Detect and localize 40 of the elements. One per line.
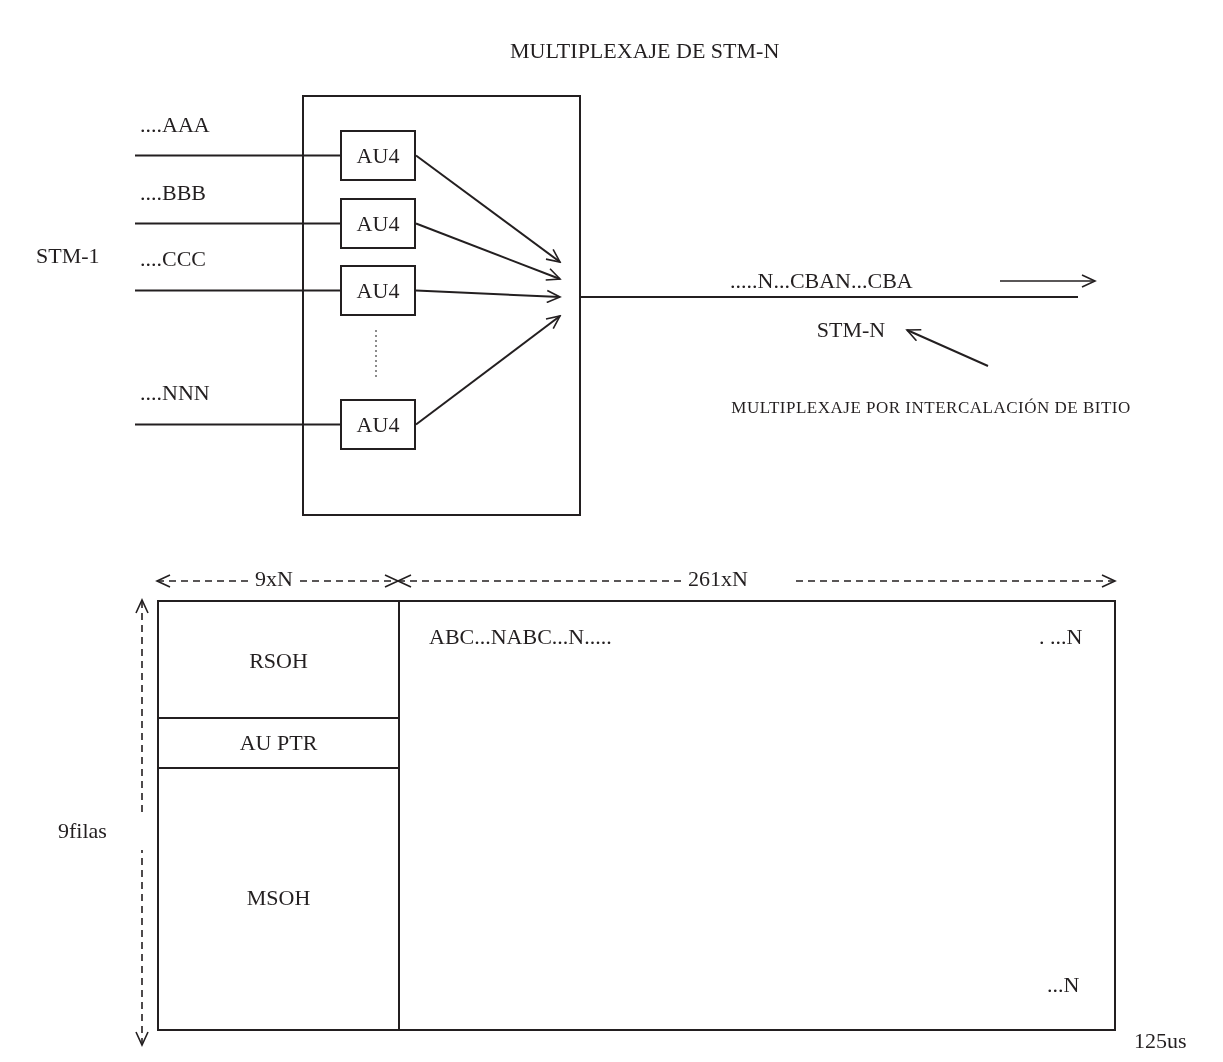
box-label: AU PTR — [239, 730, 318, 756]
frame-box — [157, 600, 1116, 1031]
signal-label: ....CCC — [140, 246, 207, 272]
frame-cell — [159, 717, 400, 769]
signal-line — [134, 289, 341, 292]
payload-text: ABC...NABC...N..... — [429, 624, 612, 650]
dimension-label: 261xN — [688, 566, 748, 592]
payload-text: ...N — [1047, 972, 1080, 998]
multiplexer-box — [302, 95, 581, 516]
box-label: AU4 — [356, 210, 400, 237]
process-box — [340, 399, 416, 450]
dimension-label: 9filas — [58, 818, 107, 844]
signal-line — [134, 154, 341, 157]
time-label: 125us — [1134, 1028, 1187, 1054]
signal-line — [580, 296, 1079, 298]
arrow — [415, 222, 561, 281]
signal-label: ....AAA — [140, 112, 210, 138]
signal-label: ....BBB — [140, 180, 207, 206]
signal-line — [134, 423, 341, 426]
signal-label: .....N...CBAN...CBA — [730, 268, 913, 294]
box-label: AU4 — [356, 142, 400, 169]
process-box — [340, 130, 416, 181]
arrow — [415, 289, 561, 304]
signal-label: ....NNN — [140, 380, 210, 406]
leader-line — [906, 329, 989, 367]
payload-text: . ...N — [1039, 624, 1083, 650]
box-label: AU4 — [356, 411, 400, 438]
box-label: AU4 — [356, 277, 400, 304]
process-box — [340, 198, 416, 249]
signal-label: STM-N — [803, 316, 899, 344]
dimension-label: 9xN — [255, 566, 293, 592]
diagram-title: MULTIPLEXAJE DE STM-N — [510, 38, 780, 64]
annotation-text: MULTIPLEXAJE POR INTERCALACIÓN DE BITIO — [650, 396, 1212, 420]
signal-line — [134, 222, 341, 225]
box-label: MSOH — [246, 885, 311, 911]
arrow — [415, 154, 561, 263]
process-box — [340, 265, 416, 316]
arrow — [415, 315, 561, 426]
signal-label: STM-1 — [36, 243, 100, 269]
box-label: RSOH — [249, 647, 308, 674]
